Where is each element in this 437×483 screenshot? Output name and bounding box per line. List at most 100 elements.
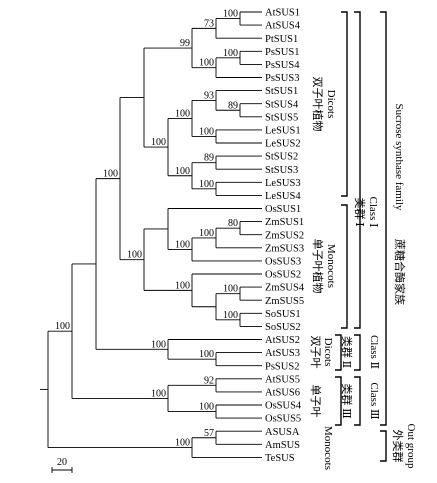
- family-bracket-line: [380, 11, 387, 426]
- dicots-cn-label: 双子叶植物: [311, 77, 325, 132]
- leaf-label-zmsus5: ZmSUS5: [265, 296, 304, 307]
- leaf-label-ptsus1: PtSUS1: [265, 34, 298, 45]
- bootstrap-value-n_dic1: 99: [180, 38, 190, 49]
- leaf-label-sosus1: SoSUS1: [265, 309, 301, 320]
- bootstrap-value-n_stle_b: 100: [175, 166, 190, 177]
- leaf-label-atsus2: AtSUS2: [265, 335, 300, 346]
- leaf-label-atsus4: AtSUS4: [265, 21, 301, 32]
- leaf-label-stsus1: StSUS1: [265, 86, 298, 97]
- monocots2-bracket-line: [335, 376, 342, 426]
- bootstrap-value-n_at14: 100: [223, 9, 238, 20]
- leaf-label-ossus1: OsSUS1: [265, 204, 301, 215]
- class1-en-label: Class Ⅰ: [367, 197, 379, 228]
- bootstrap-value-n_class3: 100: [151, 388, 166, 399]
- bootstrap-value-n_zm123: 100: [199, 228, 214, 239]
- class2-bracket-line: [354, 334, 361, 371]
- bootstrap-value-n_le12: 100: [199, 126, 214, 137]
- bootstrap-value-n_class2: 100: [151, 339, 166, 350]
- leaf-label-zmsus4: ZmSUS4: [265, 283, 305, 294]
- bootstrap-value-n_os3: 100: [175, 239, 190, 250]
- bootstrap-labels: 100 73 100 100 99 89 93 100 100 89 100 100 100 80 100 1…: [55, 9, 238, 449]
- leaf-label-lesus2: LeSUS2: [265, 139, 301, 150]
- bootstrap-value-n_stle_a: 100: [175, 108, 190, 119]
- bootstrap-value-n_ps14: 100: [223, 48, 238, 59]
- bootstrap-value-n_at56: 92: [204, 375, 214, 386]
- outgroup-en-label: Out group: [405, 424, 417, 469]
- leaf-label-pssus4: PsSUS4: [265, 60, 300, 71]
- leaf-label-atsus5: AtSUS5: [265, 374, 300, 385]
- leaf-label-pssus1: PsSUS1: [265, 47, 299, 58]
- monocots2-en-label: Monocots: [322, 426, 334, 470]
- monocots2-cn-label: 单子叶: [309, 385, 322, 418]
- leaf-label-atsus1: AtSUS1: [265, 8, 300, 19]
- bootstrap-value-n_asusa: 57: [204, 428, 214, 439]
- leaf-label-stsus4: StSUS4: [265, 99, 299, 110]
- class2-cn-label: 类群 Ⅱ: [340, 336, 354, 368]
- tree-branches: [40, 11, 262, 458]
- bootstrap-value-n_class1: 100: [103, 169, 118, 180]
- bootstrap-value-n_st1: 93: [204, 90, 214, 101]
- dicots2-cn-label: 双子叶: [309, 336, 322, 369]
- leaf-label-amsus: AmSUS: [265, 440, 300, 451]
- leaf-label-zmsus3: ZmSUS3: [265, 243, 304, 254]
- bootstrap-value-n_mono1: 100: [127, 250, 142, 261]
- leaf-label-ossus3: OsSUS3: [265, 257, 301, 268]
- bootstrap-value-n_st23: 89: [204, 153, 214, 164]
- leaf-label-pssus2: PsSUS2: [265, 361, 299, 372]
- leaf-label-pssus3: PsSUS3: [265, 73, 299, 84]
- bootstrap-value-n_st45: 89: [228, 100, 238, 111]
- bootstrap-value-n_sus_family: 100: [55, 321, 70, 332]
- class2-en-label: Class Ⅱ: [368, 335, 380, 369]
- leaf-label-lesus3: LeSUS3: [265, 178, 301, 189]
- leaf-label-ossus2: OsSUS2: [265, 270, 301, 281]
- leaf-label-ossus5: OsSUS5: [265, 414, 301, 425]
- bootstrap-value-n_le34: 100: [199, 179, 214, 190]
- leaf-label-atsus3: AtSUS3: [265, 348, 300, 359]
- monocots-bracket-line: [341, 204, 348, 329]
- monocots2-bracket: 单子叶 Monocots: [309, 376, 342, 470]
- dicots2-bracket: 双子叶 Dicots: [309, 334, 342, 371]
- bootstrap-value-n_so: 100: [223, 310, 238, 321]
- class3-en-label: Class Ⅲ: [368, 382, 380, 419]
- monocots-bracket: 单子叶植物 Monocots: [311, 204, 348, 329]
- monocots-cn-label: 单子叶植物: [311, 239, 325, 294]
- leaf-label-stsus5: StSUS5: [265, 112, 298, 123]
- bootstrap-value-n_pt: 73: [204, 18, 214, 29]
- dicots2-bracket-line: [335, 334, 342, 371]
- outgroup-bracket: 外类群 Out group: [380, 424, 417, 469]
- class3-bracket-line: [354, 376, 361, 426]
- bootstrap-value-n_at3ps2: 100: [199, 349, 214, 360]
- family-bracket: Sucrose synthase family 蔗糖合酶家族: [380, 11, 407, 426]
- monocots-en-label: Monocots: [325, 244, 337, 288]
- bootstrap-value-n_stle: 100: [151, 137, 166, 148]
- bootstrap-value-n_zm45: 100: [223, 284, 238, 295]
- leaf-label-atsus6: AtSUS6: [265, 388, 300, 399]
- dicots2-en-label: Dicots: [322, 338, 334, 367]
- family-cn-label: 蔗糖合酶家族: [393, 239, 407, 305]
- class1-cn-label: 类群 Ⅰ: [353, 197, 367, 226]
- scale-bar: 20: [51, 457, 73, 473]
- bootstrap-value-n_zm12: 80: [228, 218, 238, 229]
- leaf-label-stsus2: StSUS2: [265, 152, 298, 163]
- bootstrap-value-n_out: 100: [175, 438, 190, 449]
- class1-bracket: 类群 Ⅰ Class Ⅰ: [353, 11, 379, 329]
- scale-bar-label: 20: [57, 457, 67, 468]
- leaf-label-sosus2: SoSUS2: [265, 322, 301, 333]
- leaf-label-zmsus1: ZmSUS1: [265, 217, 304, 228]
- outgroup-cn-label: 外类群: [391, 430, 405, 463]
- dicots-bracket: 双子叶植物 Dicots: [311, 11, 348, 197]
- leaf-label-lesus1: LeSUS1: [265, 126, 301, 137]
- dicots-en-label: Dicots: [325, 90, 337, 119]
- leaf-label-stsus3: StSUS3: [265, 165, 298, 176]
- class3-bracket: 类群 Ⅲ Class Ⅲ: [340, 376, 380, 426]
- class1-bracket-line: [354, 11, 361, 329]
- leaf-label-asusa: ASUSA: [265, 427, 300, 438]
- bootstrap-value-n_os45: 100: [199, 402, 214, 413]
- class2-bracket: 类群 Ⅱ Class Ⅱ: [340, 334, 380, 371]
- leaf-label-zmsus2: ZmSUS2: [265, 230, 304, 241]
- leaf-label-tesus: TeSUS: [265, 453, 295, 464]
- leaf-labels: AtSUS1AtSUS4PtSUS1PsSUS1PsSUS4PsSUS3StSU…: [265, 8, 305, 464]
- bootstrap-value-n_ps: 100: [199, 58, 214, 69]
- leaf-label-ossus4: OsSUS4: [265, 401, 302, 412]
